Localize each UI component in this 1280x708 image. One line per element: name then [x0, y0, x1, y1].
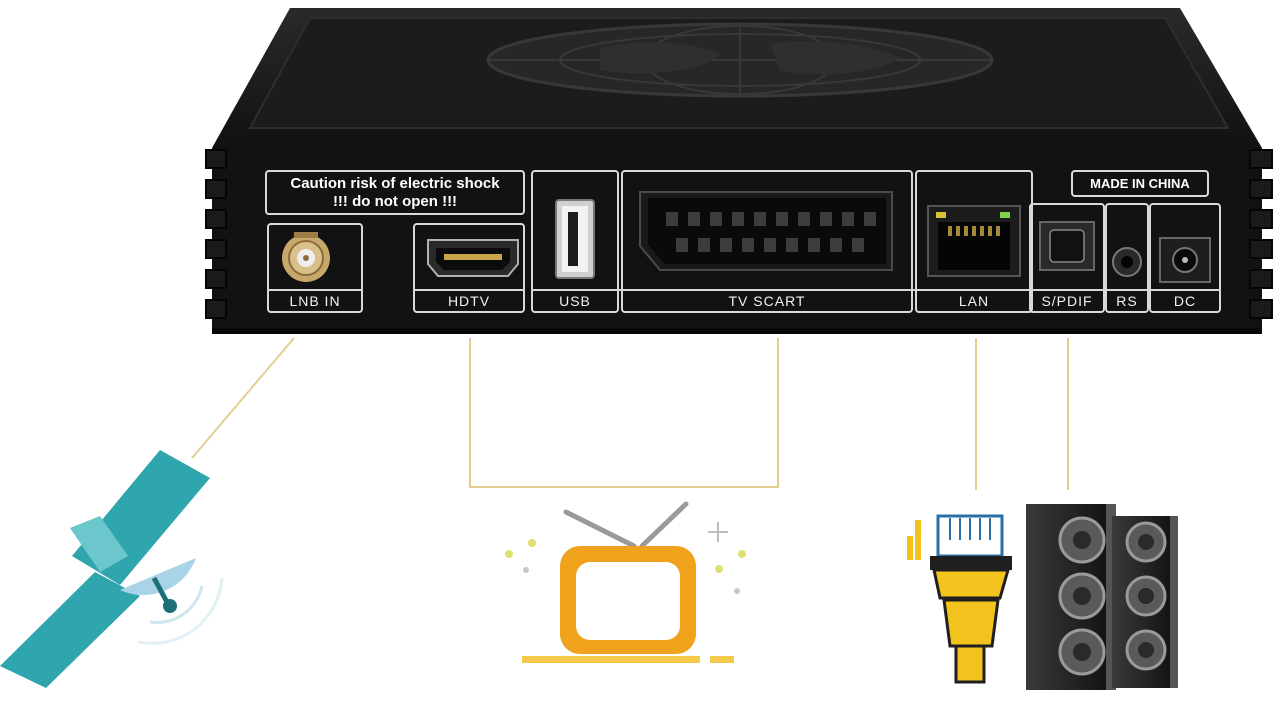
spdif-port-icon [1039, 221, 1095, 271]
port-label-scart: TV SCART [728, 293, 806, 309]
rs-jack-icon [1112, 247, 1142, 277]
port-label-hdtv: HDTV [447, 293, 491, 309]
scart-pins [666, 212, 876, 252]
connector-lines [191, 337, 1069, 490]
receiver-box [205, 8, 1273, 334]
made-in-label: MADE IN CHINA [1090, 176, 1190, 191]
speakers-icon [1026, 504, 1178, 690]
scart-port-icon [639, 191, 893, 271]
lnb-connector-icon [282, 232, 330, 282]
port-label-lnb: LNB IN [289, 293, 341, 309]
globe-logo-icon [486, 22, 994, 98]
caution-line-2: !!! do not open !!! [332, 193, 458, 210]
satellite-icon [0, 450, 224, 688]
lan-port-icon [927, 205, 1021, 277]
hdmi-port-icon [427, 239, 519, 277]
tv-icon [505, 501, 746, 663]
port-label-rs: RS [1116, 293, 1138, 309]
port-label-usb: USB [559, 293, 591, 309]
panel-outlines [265, 170, 1221, 313]
caution-line-1: Caution risk of electric shock [290, 175, 500, 192]
port-label-spdif: S/PDIF [1041, 293, 1093, 309]
usb-port-icon [555, 199, 595, 279]
ethernet-cable-icon [907, 514, 1012, 684]
dc-jack-icon [1159, 237, 1211, 283]
port-label-dc: DC [1173, 293, 1197, 309]
port-label-lan: LAN [958, 293, 990, 309]
